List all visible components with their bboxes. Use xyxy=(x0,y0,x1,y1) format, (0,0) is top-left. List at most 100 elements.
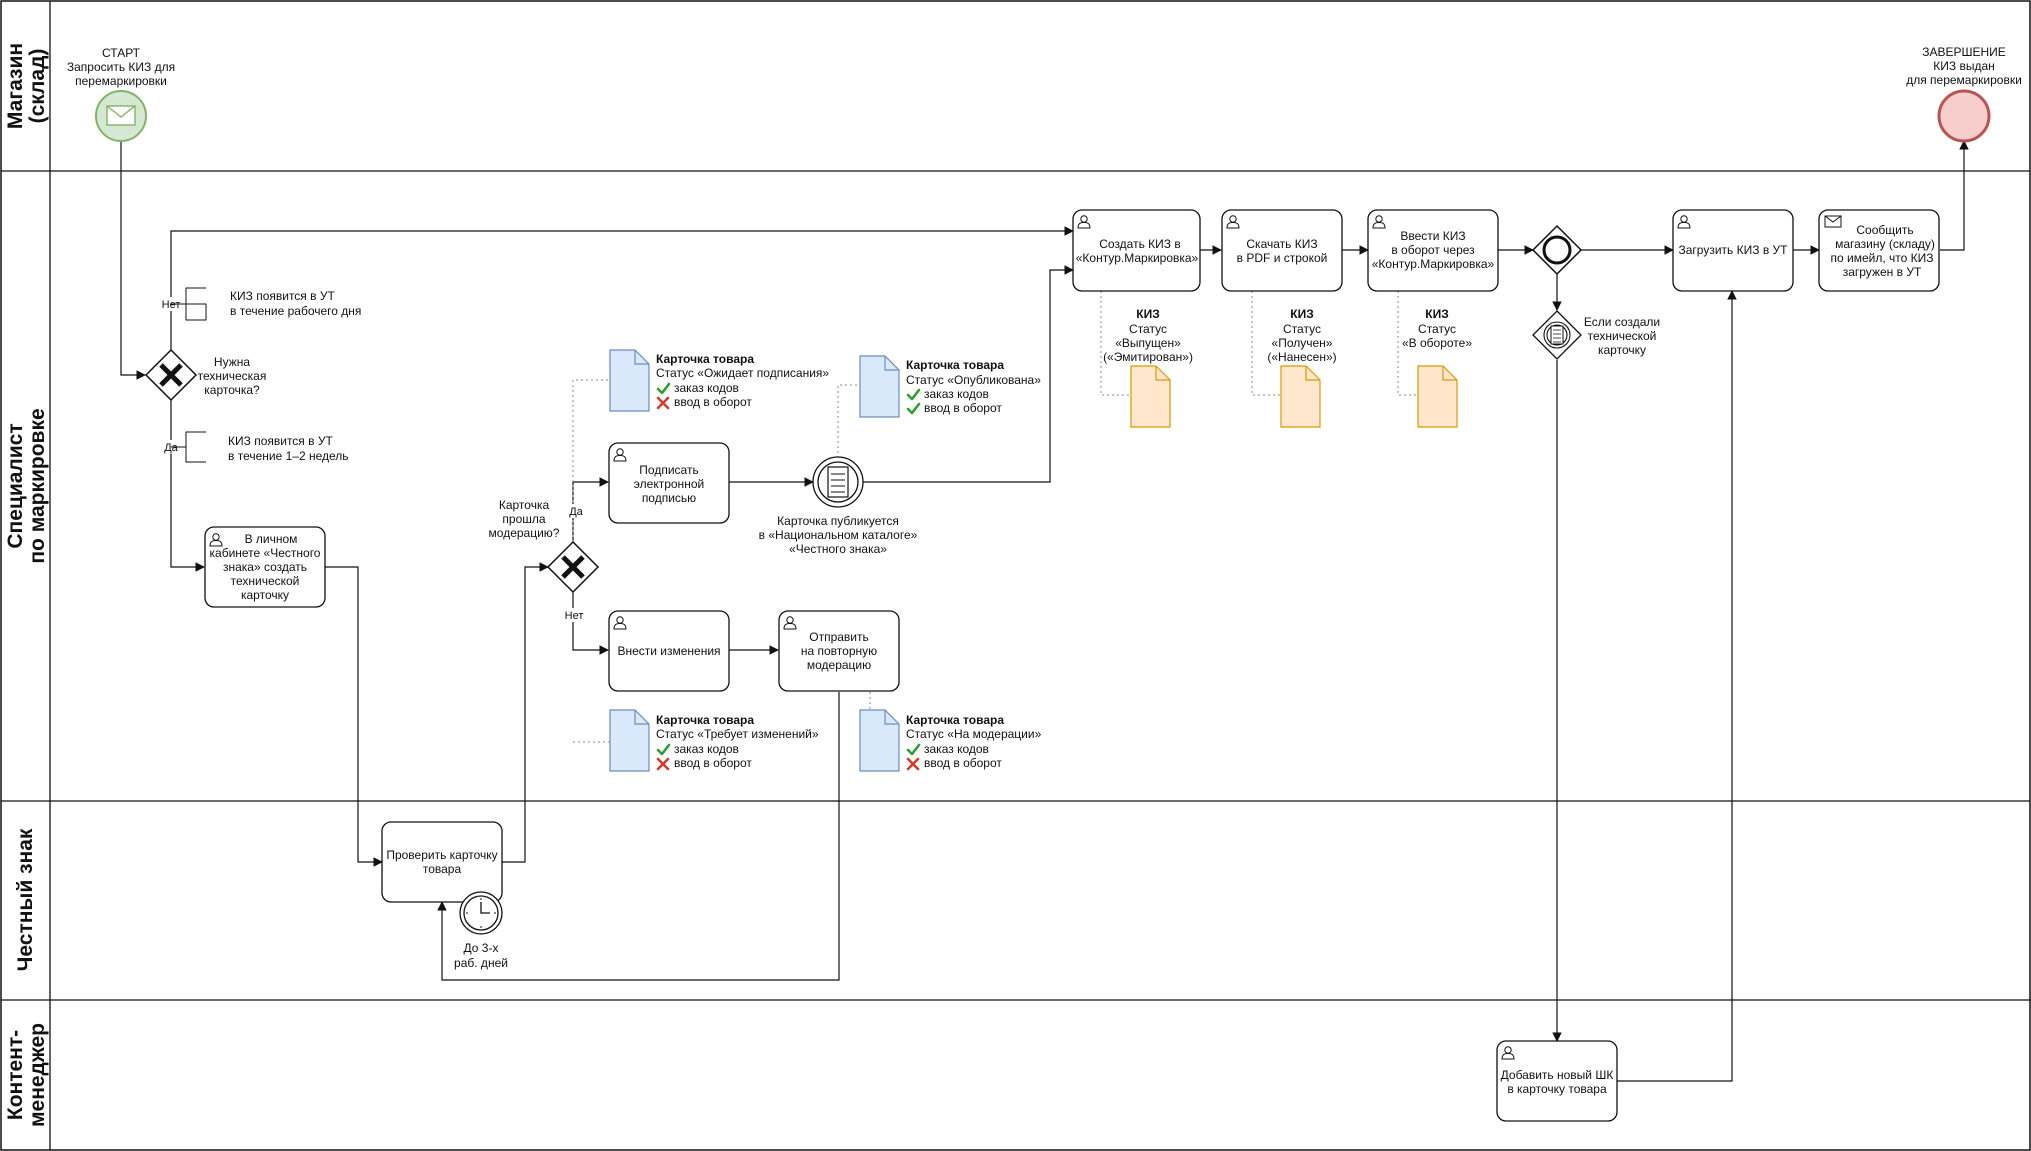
associations xyxy=(572,291,1418,743)
task-resend-line-3: модерацию xyxy=(807,658,871,672)
card-doc-awaiting: Карточка товара Статус «Ожидает подписан… xyxy=(609,349,829,412)
note-kiz-weeks-1: КИЗ появится в УТ xyxy=(228,434,333,448)
task-add-barcode[interactable]: Добавить новый ШК в карточку товара xyxy=(1496,1040,1618,1122)
start-label-3: перемаркировки xyxy=(75,74,167,88)
kiz-doc-received-line-3: («Нанесен») xyxy=(1267,350,1336,364)
card-doc-published-title: Карточка товара xyxy=(906,358,1004,372)
kiz-doc-circulation-title: КИЗ xyxy=(1425,307,1448,321)
task-sign-line-1: Подписать xyxy=(639,463,698,477)
card-doc-needs-changes-status: Статус «Требует изменений» xyxy=(656,727,819,741)
card-doc-published-item-2: ввод в оборот xyxy=(924,401,1002,415)
task-create-tech-card-line-1: В личном xyxy=(245,532,298,546)
envelope-icon xyxy=(1824,215,1842,228)
task-check-card-line-1: Проверить карточку xyxy=(386,848,497,862)
task-notify-store-line-4: загружен в УТ xyxy=(1843,265,1922,279)
task-edit-line-1: Внести изменения xyxy=(617,644,720,658)
kiz-doc-issued-title: КИЗ xyxy=(1136,307,1159,321)
task-edit[interactable]: Внести изменения xyxy=(608,610,730,692)
catalog-list-icon xyxy=(827,466,849,498)
card-doc-on-moderation-item-1: заказ кодов xyxy=(924,742,989,756)
gateway-tech-question-1: Нужна xyxy=(214,355,250,369)
task-add-barcode-line-2: в карточку товара xyxy=(1507,1082,1607,1096)
task-check-card[interactable]: Проверить карточку товара xyxy=(381,821,503,903)
end-label-3: для перемаркировки xyxy=(1906,73,2022,87)
card-doc-awaiting-item-2: ввод в оборот xyxy=(674,395,752,409)
card-doc-needs-changes-item-2: ввод в оборот xyxy=(674,756,752,770)
start-label-2: Запросить КИЗ для xyxy=(67,60,175,74)
task-notify-store-line-3: по имейл, что КИЗ xyxy=(1831,251,1934,265)
kiz-doc-circulation-line-2: «В обороте» xyxy=(1402,336,1472,350)
card-doc-on-moderation-status: Статус «На модерации» xyxy=(906,727,1042,741)
clock-icon xyxy=(466,898,496,928)
exclusive-x-icon xyxy=(561,555,585,579)
gateway-moderation: Карточка прошла модерацию? Да Нет xyxy=(489,498,600,622)
note-kiz-weeks: КИЗ появится в УТ в течение 1–2 недель xyxy=(171,431,349,463)
thick-circle-icon xyxy=(1542,235,1572,265)
gateway-tech-no-label: Нет xyxy=(162,299,181,311)
note-kiz-day-2: в течение рабочего дня xyxy=(230,304,361,318)
gateway-moderation-no-label: Нет xyxy=(565,610,584,622)
kiz-doc-issued-line-3: («Эмитирован») xyxy=(1103,350,1193,364)
lane-chestny-header: Честный знак xyxy=(14,828,37,971)
kiz-doc-circulation: КИЗ Статус «В обороте» xyxy=(1402,307,1472,428)
gateway-moderation-question-3: модерацию? xyxy=(489,526,560,540)
start-event: СТАРТ Запросить КИЗ для перемаркировки xyxy=(67,46,175,142)
card-doc-needs-changes-title: Карточка товара xyxy=(656,713,754,727)
task-create-tech-card-line-5: карточку xyxy=(241,588,289,602)
gateway-moderation-yes-label: Да xyxy=(569,506,583,518)
kiz-doc-received: КИЗ Статус «Получен» («Нанесен») xyxy=(1267,307,1337,428)
task-create-tech-card-line-2: кабинете «Честного xyxy=(210,546,321,560)
lane-chestny-title-1: Честный знак xyxy=(14,828,37,971)
note-kiz-weeks-2: в течение 1–2 недель xyxy=(228,449,349,463)
end-event: ЗАВЕРШЕНИЕ КИЗ выдан для перемаркировки xyxy=(1906,45,2022,143)
lane-store-header: Магазин (склад) xyxy=(4,43,49,129)
task-notify-store-line-1: Сообщить xyxy=(1856,223,1913,237)
check-icon xyxy=(906,402,921,415)
gateway-tech-question-2: техническая xyxy=(198,369,267,383)
cross-icon xyxy=(656,396,670,410)
check-icon xyxy=(906,388,921,401)
end-label-1: ЗАВЕРШЕНИЕ xyxy=(1922,45,2006,59)
task-resend[interactable]: Отправить на повторную модерацию xyxy=(778,610,900,692)
check-icon xyxy=(656,382,671,395)
lane-store-title-1: Магазин xyxy=(4,43,27,129)
conditional-label-2: технической xyxy=(1588,329,1657,343)
task-download-kiz-line-2: в PDF и строкой xyxy=(1237,251,1328,265)
card-doc-needs-changes-item-1: заказ кодов xyxy=(674,742,739,756)
cross-icon xyxy=(656,757,670,771)
task-download-kiz[interactable]: Скачать КИЗ в PDF и строкой xyxy=(1221,209,1343,292)
card-doc-awaiting-item-1: заказ кодов xyxy=(674,381,739,395)
lane-specialist-title-1: Специалист xyxy=(4,423,27,548)
end-label-2: КИЗ выдан xyxy=(1933,59,1995,73)
start-label-1: СТАРТ xyxy=(102,46,141,60)
task-sign[interactable]: Подписать электронной подписью xyxy=(608,442,730,524)
task-download-kiz-line-1: Скачать КИЗ xyxy=(1246,237,1317,251)
kiz-doc-received-line-2: «Получен» xyxy=(1272,336,1333,350)
task-add-barcode-line-1: Добавить новый ШК xyxy=(1501,1068,1614,1082)
task-introduce-kiz-line-3: «Контур.Маркировка» xyxy=(1372,257,1495,271)
gateway-event-based xyxy=(1531,224,1583,276)
sequence-flows xyxy=(120,140,1969,1082)
note-kiz-day-1: КИЗ появится в УТ xyxy=(230,289,335,303)
gateway-tech-yes-label: Да xyxy=(164,442,178,454)
task-create-kiz[interactable]: Создать КИЗ в «Контур.Маркировка» xyxy=(1072,209,1201,292)
kiz-doc-received-title: КИЗ xyxy=(1290,307,1313,321)
task-sign-line-3: подписью xyxy=(642,491,696,505)
task-upload-kiz[interactable]: Загрузить КИЗ в УТ xyxy=(1672,209,1794,292)
task-resend-line-2: на повторную xyxy=(801,644,877,658)
task-create-tech-card[interactable]: В личном кабинете «Честного знака» созда… xyxy=(204,526,326,608)
task-upload-kiz-line-1: Загрузить КИЗ в УТ xyxy=(1679,243,1789,257)
card-doc-published: Карточка товара Статус «Опубликована» за… xyxy=(859,355,1041,418)
kiz-doc-received-line-1: Статус xyxy=(1283,322,1321,336)
card-doc-on-moderation-item-2: ввод в оборот xyxy=(924,756,1002,770)
publish-event: Карточка публикуется в «Национальном кат… xyxy=(759,456,918,556)
task-create-kiz-line-2: «Контур.Маркировка» xyxy=(1076,251,1199,265)
gateway-tech-card: Нужна техническая карточка? Нет Да xyxy=(144,297,267,454)
lane-specialist-title-2: по маркировке xyxy=(26,408,49,563)
task-introduce-kiz[interactable]: Ввести КИЗ в оборот через «Контур.Маркир… xyxy=(1367,209,1499,292)
lane-content-header: Контент- менеджер xyxy=(4,1023,49,1127)
task-notify-store[interactable]: Сообщить магазину (складу) по имейл, что… xyxy=(1818,209,1940,292)
task-sign-line-2: электронной xyxy=(634,477,704,491)
